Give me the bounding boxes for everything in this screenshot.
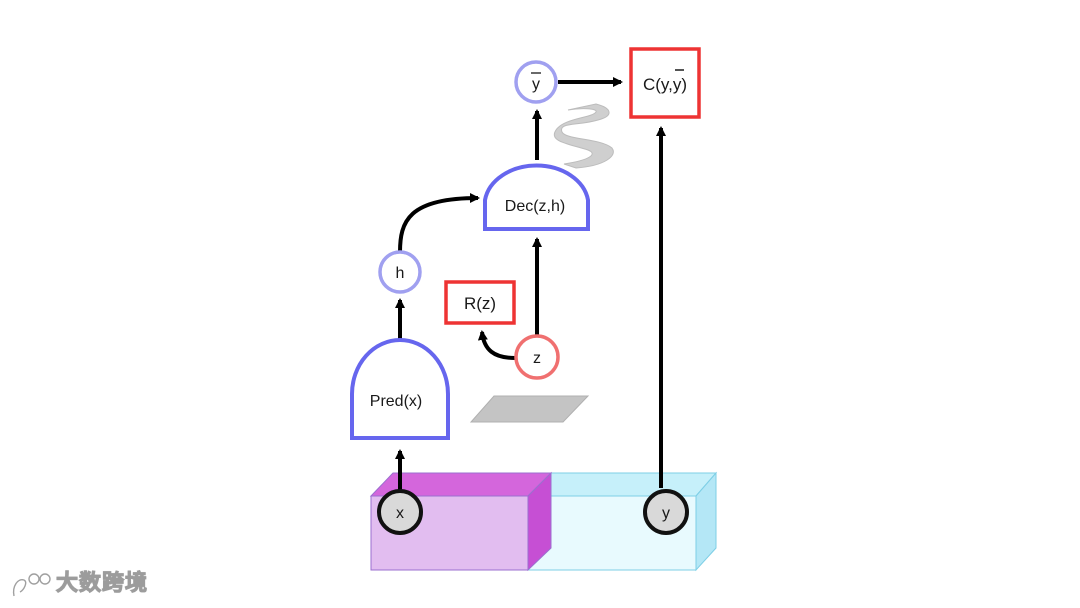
output-manifold-ribbon	[553, 103, 614, 169]
watermark-text: 大数跨境	[55, 571, 149, 596]
y-observed-variable: y	[643, 489, 689, 535]
z-label: z	[533, 350, 541, 367]
dec-module: Dec(z,h)	[483, 163, 590, 231]
x-label: x	[396, 505, 404, 522]
connections	[395, 77, 666, 513]
edge-z-to-reg	[477, 330, 516, 360]
h-variable: h	[378, 250, 422, 294]
regularizer-module: R(z)	[444, 280, 516, 325]
watermark-logo-icon	[11, 573, 51, 597]
cost-label: C(y,y)	[643, 75, 687, 94]
edge-h-to-dec	[398, 193, 480, 253]
x-observed-variable: x	[377, 489, 423, 535]
cost-module: C(y,y)	[629, 47, 701, 119]
ybar-label: y	[532, 76, 540, 93]
z-latent-variable: z	[514, 334, 560, 380]
y-label: y	[662, 505, 670, 522]
y-data-block	[526, 471, 718, 572]
ybar-variable: y	[514, 60, 558, 104]
dec-label: Dec(z,h)	[505, 198, 565, 215]
pred-module: Pred(x)	[350, 338, 450, 440]
pred-label: Pred(x)	[370, 393, 422, 410]
latent-plane	[469, 395, 590, 423]
h-label: h	[396, 265, 405, 282]
reg-label: R(z)	[464, 294, 496, 313]
